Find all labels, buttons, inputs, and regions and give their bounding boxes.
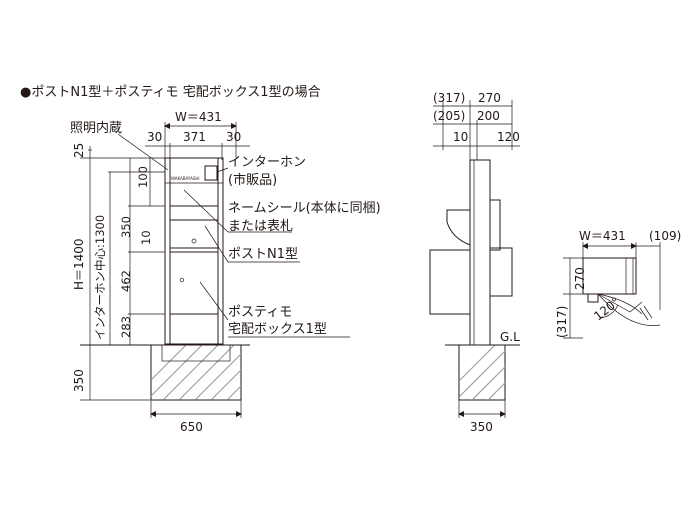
box-sub-label: 宅配ボックス1型 <box>228 322 327 337</box>
side-gl-label: G.L <box>500 330 520 344</box>
nameplate-label: ネームシール(本体に同梱) <box>228 201 381 216</box>
plan-post-outline <box>587 293 599 303</box>
side-foundation-width: 350 <box>470 420 493 434</box>
plan-door-swing <box>597 293 643 313</box>
front-foundation-width: 650 <box>180 420 203 434</box>
light-label: 照明内蔵 <box>70 120 122 136</box>
front-dim-25: 25 <box>72 143 86 158</box>
front-width-label: W＝431 <box>175 110 222 124</box>
plan-dim-317: (317) <box>555 306 569 338</box>
front-dim-283: 283 <box>119 316 133 338</box>
front-dim-462: 462 <box>119 270 133 292</box>
side-dim-10: 10 <box>453 130 468 144</box>
intercom-label: インターホン <box>228 155 306 170</box>
plan-width-label: W＝431 <box>579 229 626 243</box>
post-n1-label: ポストN1型 <box>228 247 298 262</box>
intercom-unit <box>204 165 218 181</box>
side-foundation <box>458 344 506 401</box>
plan-angle: 120° <box>591 295 622 324</box>
side-dim-270: 270 <box>478 91 501 105</box>
intercom-sub-label: (市販品) <box>228 172 277 188</box>
plan-dim-270: 270 <box>573 267 587 290</box>
side-foundation-hatch <box>459 345 505 400</box>
box-label: ポスティモ <box>228 305 292 320</box>
side-dim-120: 120 <box>497 130 520 144</box>
intercom-center-label: インターホン中心:1300 <box>93 215 107 340</box>
side-post-body <box>469 159 491 346</box>
side-dim-317: (317) <box>433 91 465 105</box>
front-post-body <box>164 157 224 345</box>
nameplate-panel <box>169 205 219 221</box>
plan-box-outline <box>582 257 637 295</box>
side-box-back <box>489 247 513 297</box>
drawing-title: ●ポストN1型＋ポスティモ 宅配ボックス1型の場合 <box>20 85 321 100</box>
delivery-box-panel <box>169 251 219 315</box>
front-dim-100: 100 <box>136 166 150 188</box>
post-lock-icon <box>191 238 197 244</box>
front-height-label: H＝1400 <box>72 238 86 290</box>
side-dim-200: 200 <box>477 109 500 123</box>
front-dim-30-right: 30 <box>226 130 241 144</box>
post-n1-panel <box>169 219 219 249</box>
delivery-box-lock-icon <box>179 277 185 283</box>
front-dim-10: 10 <box>139 230 153 245</box>
side-box-front <box>429 249 471 315</box>
front-view: W＝431 30 371 30 WAKABAYASHI <box>70 110 381 434</box>
front-dim-30-left: 30 <box>147 130 162 144</box>
brand-text: WAKABAYASHI <box>171 176 200 181</box>
plan-dim-109: (109) <box>649 229 681 243</box>
side-post-n1 <box>446 209 471 246</box>
front-foundation-depth: 350 <box>72 369 86 392</box>
nameplate-sub-label: または表札 <box>228 219 293 234</box>
front-foundation <box>150 344 242 401</box>
side-dim-205: (205) <box>433 109 465 123</box>
side-post-back <box>489 199 501 251</box>
plan-view: W＝431 (109) 270 (317) 120° <box>555 229 681 339</box>
front-foundation-hatch <box>151 345 241 400</box>
front-dim-350: 350 <box>119 216 133 238</box>
front-dim-371: 371 <box>183 130 206 144</box>
side-view: (317) 270 (205) 200 10 120 G.L <box>429 91 520 434</box>
